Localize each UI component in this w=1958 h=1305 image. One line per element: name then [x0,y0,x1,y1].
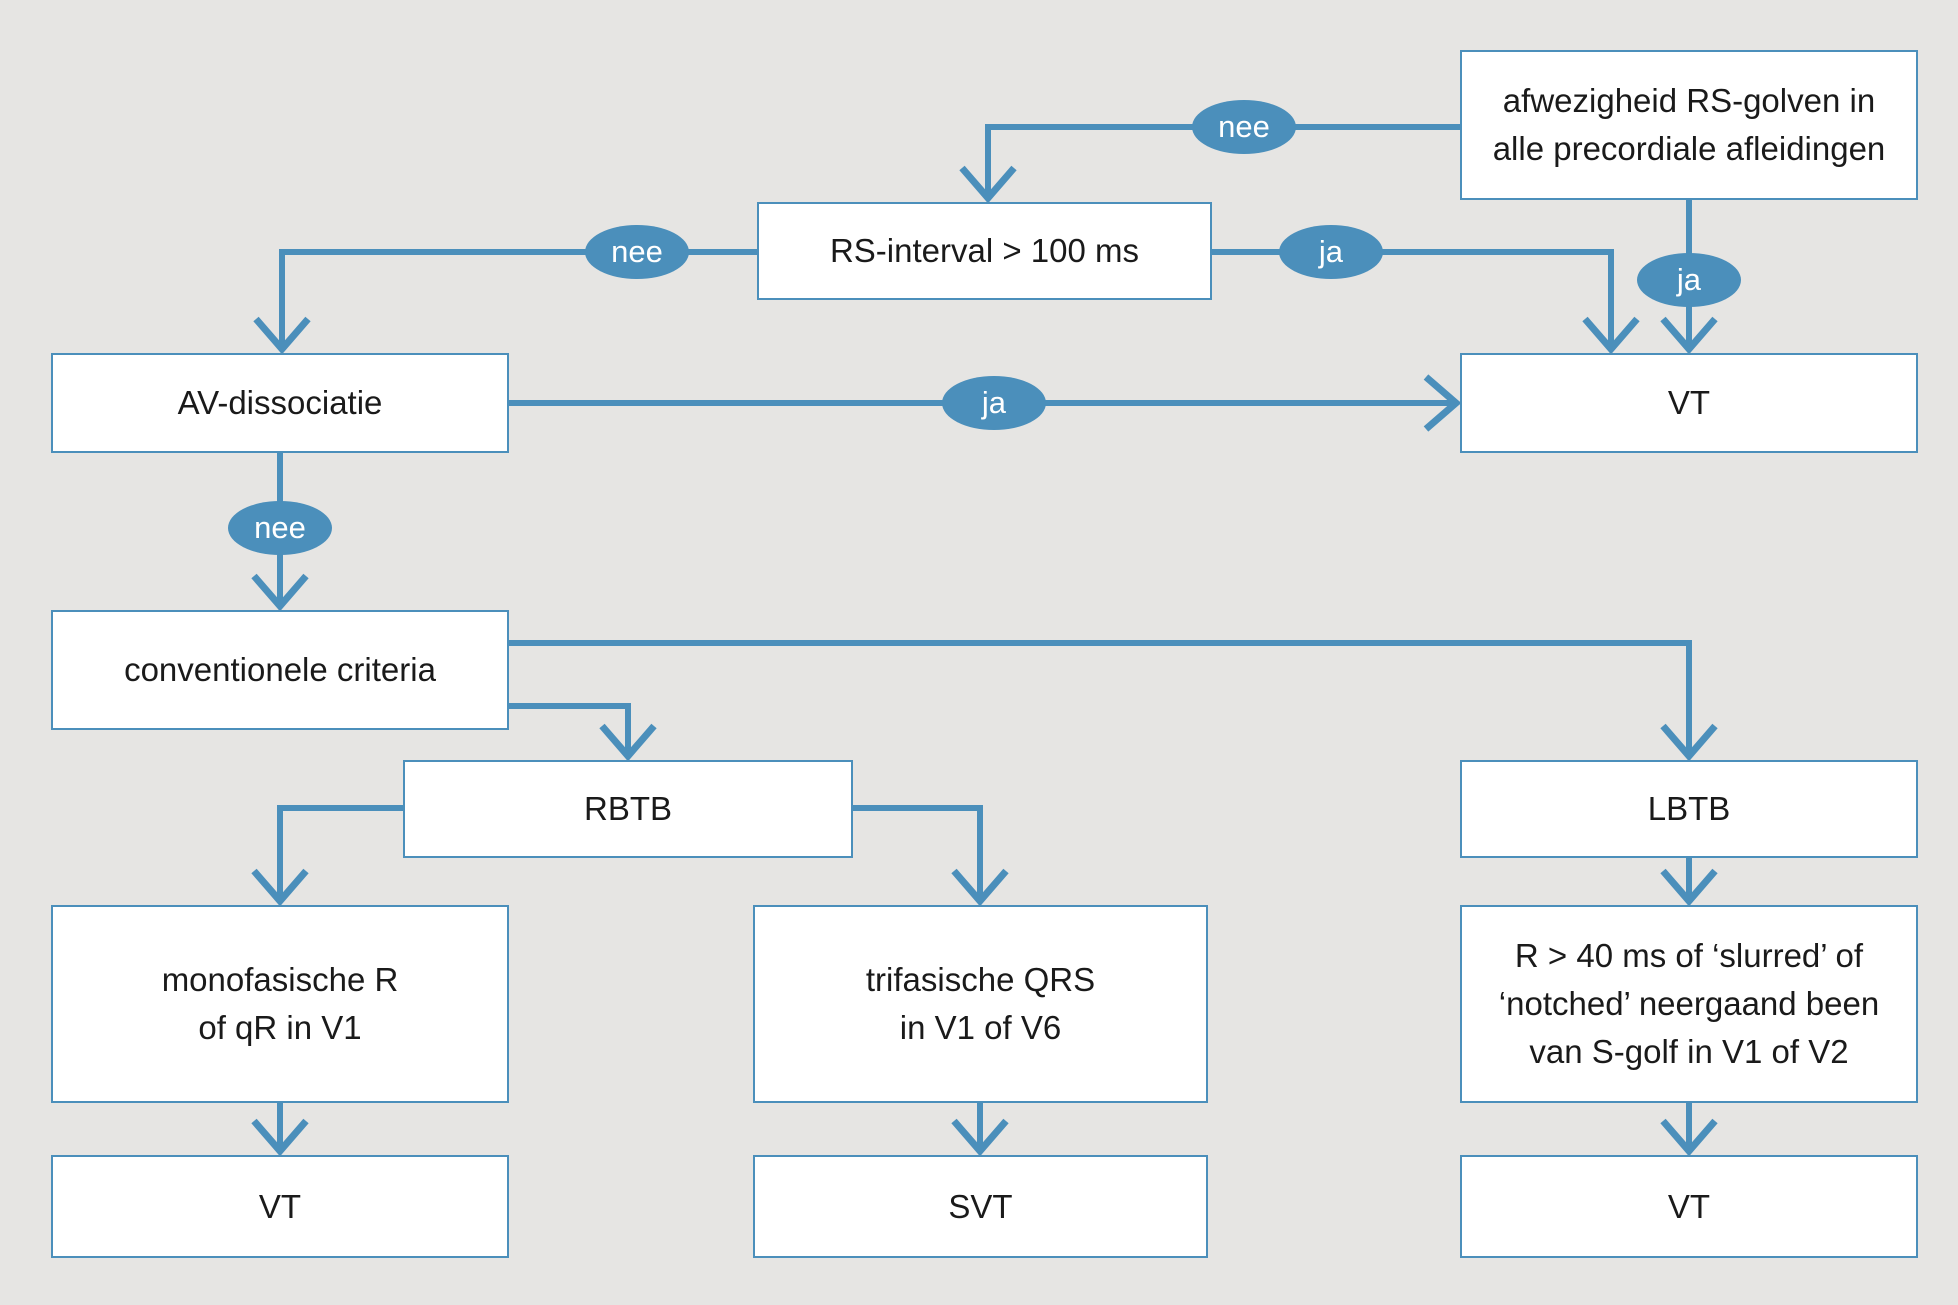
node-trifasische-qrs: trifasische QRS in V1 of V6 [753,905,1208,1103]
connector-rsinterval-av [279,249,757,350]
node-rs-interval: RS-interval > 100 ms [757,202,1212,300]
arrowhead-down-icon [251,868,309,907]
edge-label-ja-absentrs: ja [1637,253,1741,307]
arrowhead-down-icon [1660,316,1718,355]
arrowhead-down-icon [959,165,1017,204]
edge-label-nee-av: nee [228,501,332,555]
arrowhead-right-icon [1423,374,1462,432]
connector-rsinterval-vt [1212,249,1614,350]
arrowhead-down-icon [1660,868,1718,907]
arrowhead-down-icon [253,316,311,355]
node-rbtb: RBTB [403,760,853,858]
node-afwezigheid-rs-golven: afwezigheid RS-golven in alle precordial… [1460,50,1918,200]
node-vt-bottom-right: VT [1460,1155,1918,1258]
connector-conventionele-rbtb [509,703,631,757]
node-vt-top: VT [1460,353,1918,453]
arrowhead-down-icon [1660,1118,1718,1157]
arrowhead-down-icon [951,1118,1009,1157]
node-conventionele-criteria: conventionele criteria [51,610,509,730]
edge-label-nee-rsinterval: nee [585,225,689,279]
arrowhead-down-icon [1660,723,1718,762]
edge-label-ja-rsinterval: ja [1279,225,1383,279]
node-av-dissociatie: AV-dissociatie [51,353,509,453]
edge-label-nee-absentrs: nee [1192,100,1296,154]
node-r40ms-slurred-notched: R > 40 ms of ‘slurred’ of ‘notched’ neer… [1460,905,1918,1103]
arrowhead-down-icon [251,573,309,612]
arrowhead-down-icon [951,868,1009,907]
connector-absentrs-rsinterval [985,124,1460,199]
connector-conventionele-lbtb [509,640,1692,757]
node-lbtb: LBTB [1460,760,1918,858]
arrowhead-down-icon [1582,316,1640,355]
node-monofasische-r: monofasische R of qR in V1 [51,905,509,1103]
node-vt-bottom-left: VT [51,1155,509,1258]
arrowhead-down-icon [251,1118,309,1157]
connector-rbtb-trifasische [853,805,983,902]
node-svt: SVT [753,1155,1208,1258]
arrowhead-down-icon [599,723,657,762]
connector-rbtb-monofasische [277,805,403,902]
edge-label-ja-av: ja [942,376,1046,430]
